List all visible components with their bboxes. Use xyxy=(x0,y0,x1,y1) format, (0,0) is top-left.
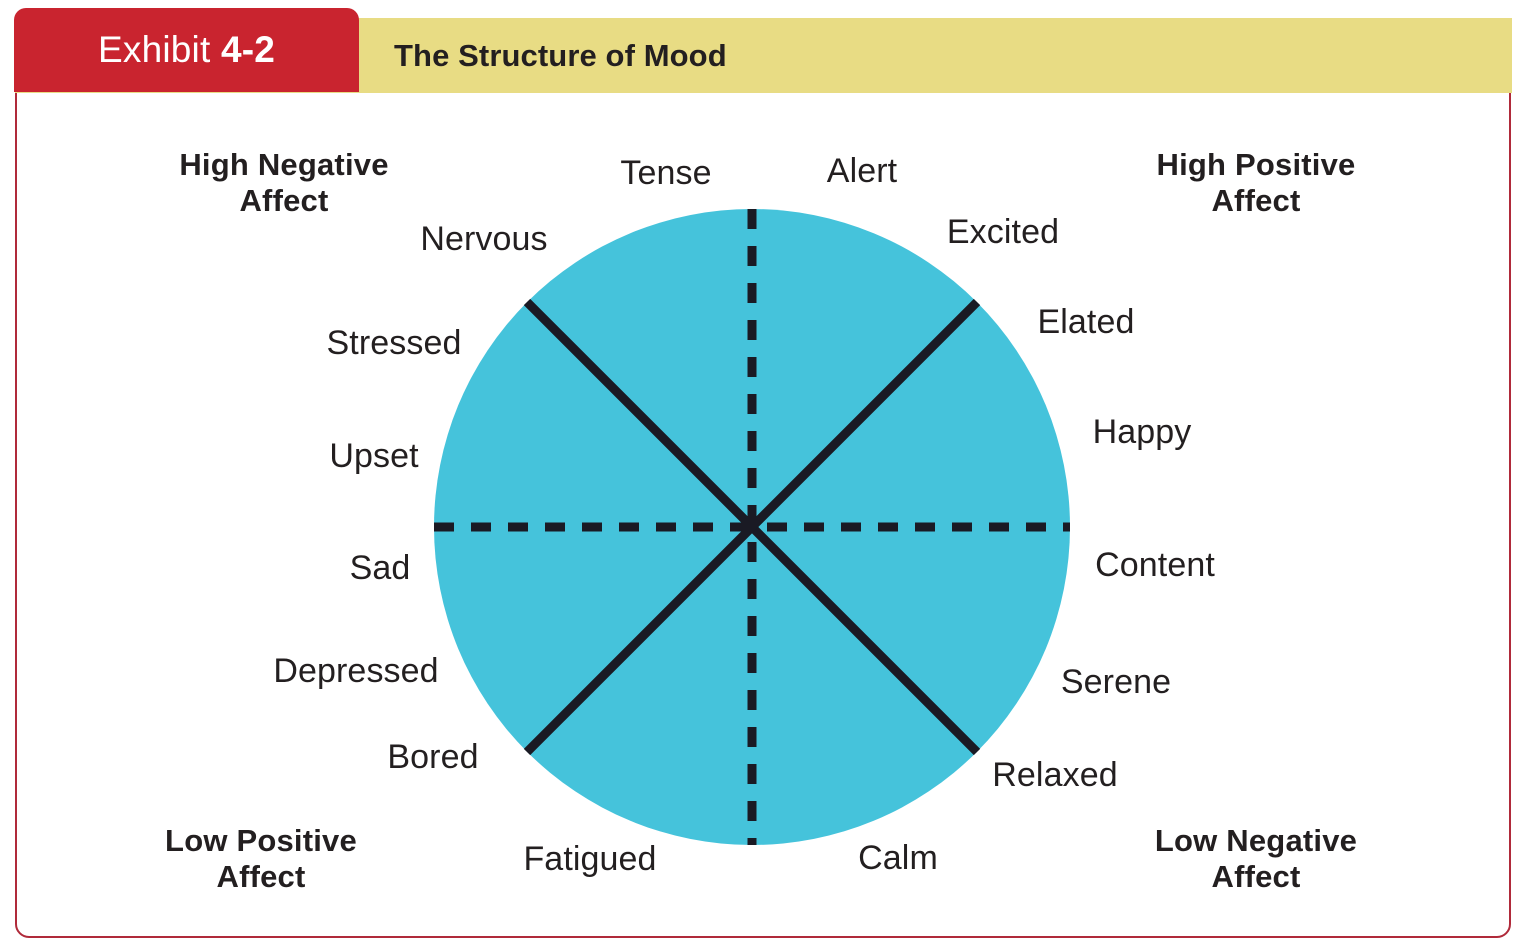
quadrant-label-low-positive-affect: Low Positive Affect xyxy=(165,823,357,894)
diagonal-axis-ne-sw-line xyxy=(523,298,981,756)
exhibit-tab-prefix: Exhibit xyxy=(97,29,211,70)
mood-term-relaxed: Relaxed xyxy=(992,756,1118,794)
mood-term-serene: Serene xyxy=(1060,663,1172,701)
mood-term-content: Content xyxy=(1095,546,1215,584)
mood-term-stressed: Stressed xyxy=(326,324,462,362)
quadrant-label-high-negative-affect: High Negative Affect xyxy=(179,147,389,218)
exhibit-tab-number-value: 4-2 xyxy=(220,29,276,70)
mood-term-sad: Sad xyxy=(349,549,411,587)
mood-term-elated: Elated xyxy=(1037,303,1135,341)
mood-term-nervous: Nervous xyxy=(420,220,548,258)
mood-term-fatigued: Fatigued xyxy=(523,840,657,878)
mood-term-upset: Upset xyxy=(329,437,419,475)
mood-term-calm: Calm xyxy=(858,839,938,877)
mood-term-happy: Happy xyxy=(1092,413,1192,451)
exhibit-tab-text: Exhibit 4-2 xyxy=(98,29,275,71)
quadrant-label-low-negative-affect: Low Negative Affect xyxy=(1154,823,1358,894)
mood-term-bored: Bored xyxy=(387,738,479,776)
quadrant-label-high-positive-affect: High Positive Affect xyxy=(1156,147,1356,218)
exhibit-title: The Structure of Mood xyxy=(394,37,727,73)
mood-term-tense: Tense xyxy=(620,154,712,192)
mood-term-alert: Alert xyxy=(826,152,898,190)
exhibit-number-tab: Exhibit 4-2 xyxy=(14,8,359,92)
mood-term-excited: Excited xyxy=(946,213,1060,251)
mood-term-depressed: Depressed xyxy=(273,652,439,690)
